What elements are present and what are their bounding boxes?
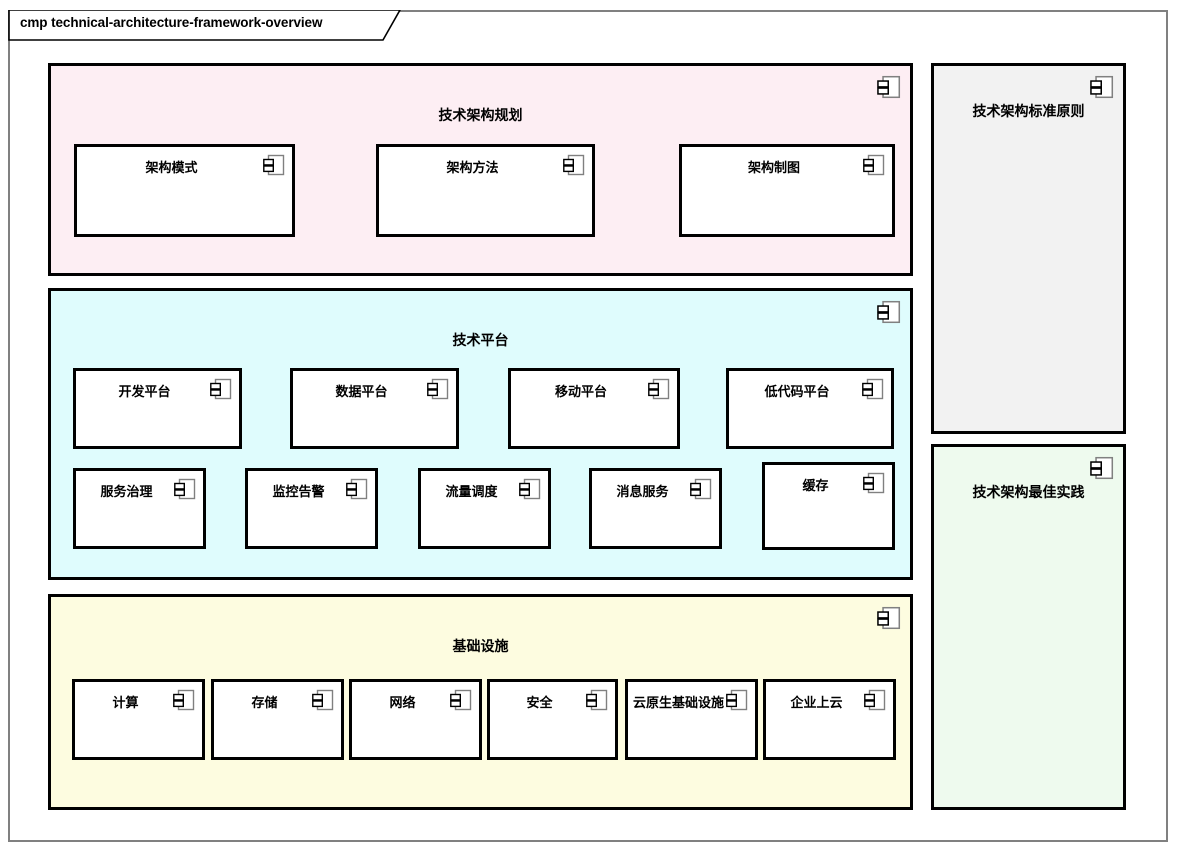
uml-component-icon [312,689,334,711]
uml-component-icon [1090,456,1114,480]
uml-component-icon [427,378,449,400]
uml-component-icon [726,689,748,711]
uml-component-icon [1090,75,1114,99]
component-label: 服务治理 [100,484,153,499]
uml-component-icon [346,478,368,500]
component-icon [863,688,887,712]
component-box[interactable]: 架构制图 [679,144,895,237]
component-label: 架构制图 [747,160,800,175]
component-box[interactable]: 网络 [349,679,482,760]
component-label: 企业上云 [790,695,843,710]
package-component-icon [1089,74,1115,100]
component-icon [725,688,749,712]
package-practices[interactable]: 技术架构最佳实践 [931,444,1126,810]
package-title-standards: 技术架构标准原则 [972,103,1085,119]
component-label: 安全 [526,695,553,710]
component-icon [345,477,369,501]
component-box[interactable]: 架构方法 [376,144,595,237]
component-label: 移动平台 [554,384,607,399]
uml-component-icon [563,154,585,176]
component-icon [862,153,886,177]
component-icon [689,477,713,501]
component-box[interactable]: 企业上云 [763,679,896,760]
component-box[interactable]: 流量调度 [418,468,551,549]
package-standards[interactable]: 技术架构标准原则 [931,63,1126,434]
component-icon [861,377,885,401]
component-icon [262,153,286,177]
component-label: 流量调度 [445,484,498,499]
component-icon [426,377,450,401]
component-label: 云原生基础设施 [632,695,724,710]
package-component-icon [1089,455,1115,481]
component-label: 低代码平台 [764,384,830,399]
uml-component-icon [263,154,285,176]
uml-component-icon [450,689,472,711]
component-box[interactable]: 存储 [211,679,344,760]
component-icon [518,477,542,501]
component-icon [449,688,473,712]
component-icon [311,688,335,712]
uml-component-icon [864,689,886,711]
component-box[interactable]: 监控告警 [245,468,378,549]
uml-component-icon [877,75,901,99]
component-box[interactable]: 缓存 [762,462,895,550]
uml-component-icon [648,378,670,400]
component-label: 监控告警 [272,484,325,499]
component-box[interactable]: 开发平台 [73,368,242,449]
component-icon [173,477,197,501]
uml-component-icon [519,478,541,500]
component-box[interactable]: 消息服务 [589,468,722,549]
component-label: 数据平台 [335,384,388,399]
component-box[interactable]: 低代码平台 [726,368,894,449]
component-label: 存储 [251,695,278,710]
package-title-infrastructure: 基础设施 [452,638,509,654]
component-icon [862,471,886,495]
package-component-icon [876,299,902,325]
component-label: 计算 [112,695,139,710]
component-label: 消息服务 [616,484,669,499]
uml-component-icon [586,689,608,711]
uml-component-icon [690,478,712,500]
uml-component-icon [863,472,885,494]
component-box[interactable]: 云原生基础设施 [625,679,758,760]
package-component-icon [876,605,902,631]
component-label: 缓存 [802,478,829,493]
component-label: 架构模式 [145,160,198,175]
uml-component-icon [877,606,901,630]
component-box[interactable]: 架构模式 [74,144,295,237]
component-label: 网络 [389,695,416,710]
uml-component-icon [174,478,196,500]
frame-tab-shape [8,10,401,41]
component-icon [172,688,196,712]
package-component-icon [876,74,902,100]
component-box[interactable]: 安全 [487,679,618,760]
uml-component-icon [862,378,884,400]
component-box[interactable]: 服务治理 [73,468,206,549]
component-icon [562,153,586,177]
component-icon [647,377,671,401]
component-icon [209,377,233,401]
component-box[interactable]: 数据平台 [290,368,459,449]
component-label: 架构方法 [446,160,499,175]
package-title-planning: 技术架构规划 [438,107,523,123]
uml-component-icon [863,154,885,176]
uml-component-icon [173,689,195,711]
component-box[interactable]: 移动平台 [508,368,680,449]
component-label: 开发平台 [118,384,171,399]
uml-component-icon [877,300,901,324]
diagram-title: cmp technical-architecture-framework-ove… [20,15,323,30]
uml-component-icon [210,378,232,400]
package-title-practices: 技术架构最佳实践 [972,484,1085,500]
component-icon [585,688,609,712]
package-title-platform: 技术平台 [452,332,509,348]
component-box[interactable]: 计算 [72,679,205,760]
